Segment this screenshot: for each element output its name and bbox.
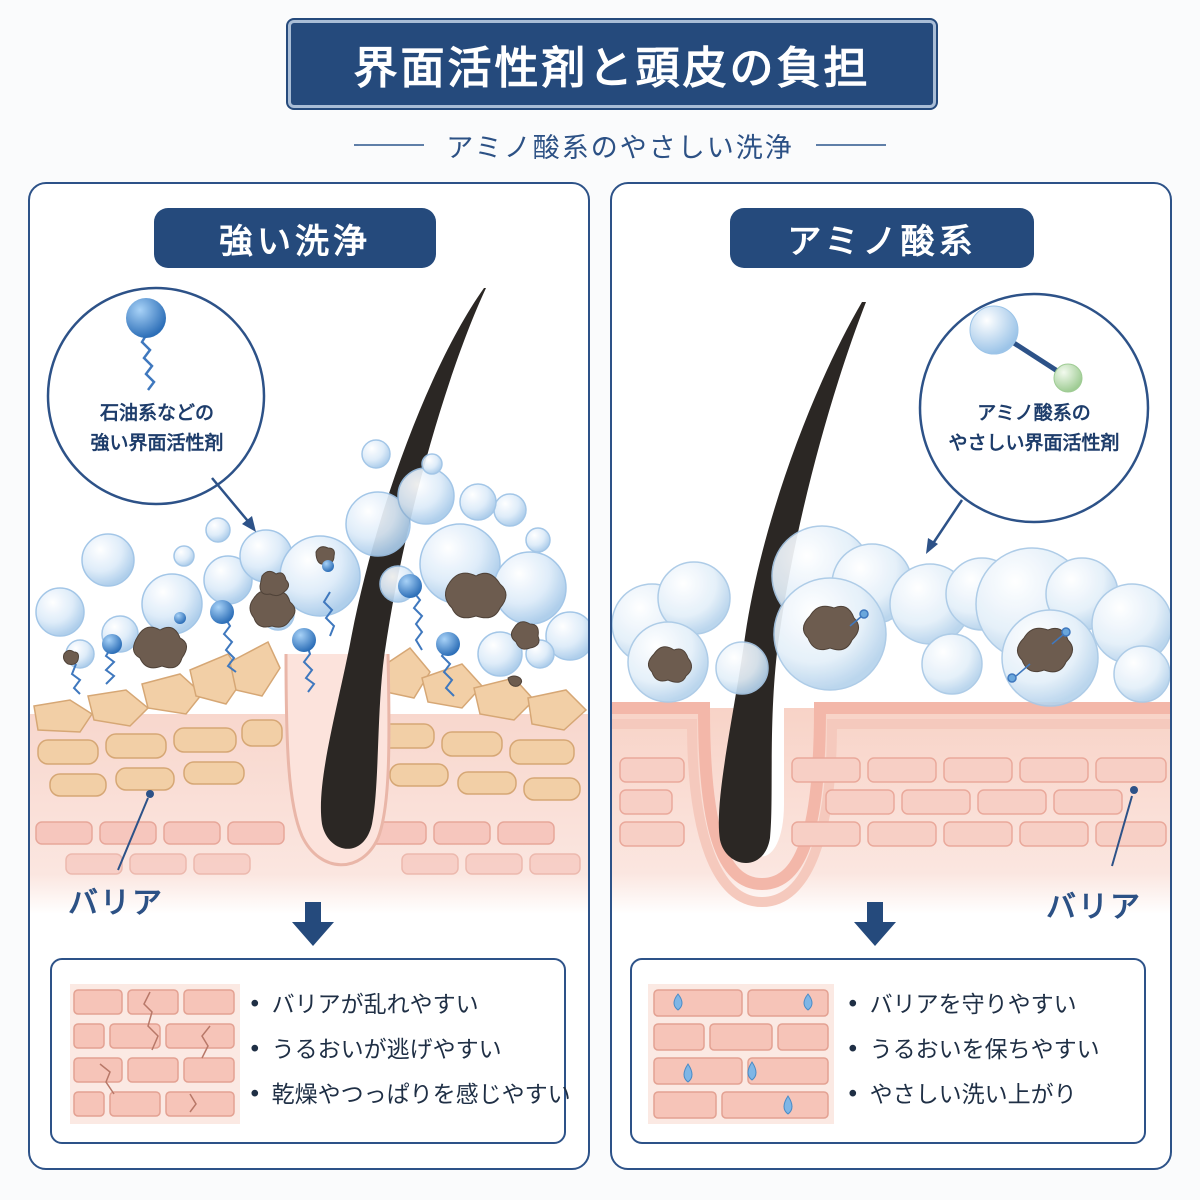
lower-skin-cells	[35, 821, 581, 875]
callout-line-2: 強い界面活性剤	[90, 432, 224, 454]
amino-acid-label: アミノ酸系	[730, 208, 1034, 268]
hair-strand	[718, 302, 866, 864]
callout-pointer	[928, 499, 964, 549]
surfactant-callout-bubble	[918, 292, 1150, 524]
amino-molecule-tail	[1053, 363, 1083, 393]
subtitle-line-right	[815, 144, 886, 146]
subtitle-line-left	[354, 144, 425, 146]
subtitle-row: アミノ酸系のやさしい洗浄	[330, 122, 910, 168]
callout-molecule-tail	[140, 331, 156, 391]
strong-surfactant-callout: 石油系などの 強い界面活性剤	[60, 398, 254, 458]
result-item: うるおいを保ちやすい	[846, 1033, 1100, 1078]
result-arrow-shaft	[305, 902, 321, 924]
callout-arrowhead	[926, 538, 938, 554]
callout-line-1: アミノ酸系の	[977, 402, 1091, 424]
callout-arrowhead	[242, 516, 256, 532]
surfactant-molecules	[70, 560, 460, 697]
barrier-pointer-line	[117, 797, 149, 871]
healthy-barrier-icon	[648, 984, 834, 1124]
result-arrow-head	[292, 922, 334, 946]
amino-molecule-head	[969, 305, 1019, 355]
moisture-drops	[673, 993, 813, 1115]
amino-surfactant-callout: アミノ酸系の やさしい界面活性剤	[934, 398, 1134, 458]
amino-acid-illustration	[612, 292, 1170, 946]
callout-line-1: 石油系などの	[99, 402, 214, 424]
trapped-dirt	[648, 605, 1073, 683]
strong-cleansing-results: バリアが乱れやすい うるおいが逃げやすい 乾燥やつっぱりを感じやすい	[248, 988, 571, 1123]
barrier-label: バリア	[1046, 890, 1142, 925]
callout-molecule-head	[126, 298, 166, 338]
result-item: やさしい洗い上がり	[846, 1078, 1100, 1123]
damaged-barrier-cells	[33, 640, 588, 801]
barrier-label: バリア	[68, 886, 164, 921]
amino-acid-result-box: バリアを守りやすい うるおいを保ちやすい やさしい洗い上がり	[630, 958, 1146, 1144]
surfactant-callout-bubble	[46, 286, 266, 506]
callout-pointer	[211, 477, 253, 527]
intact-barrier-surface	[612, 702, 1170, 891]
hair-strand	[320, 288, 486, 849]
result-arrow-shaft	[867, 902, 883, 924]
strong-cleansing-illustration	[30, 286, 588, 946]
dirt-attached-molecules	[849, 609, 1071, 683]
strong-cleansing-label: 強い洗浄	[154, 208, 436, 268]
result-item: うるおいが逃げやすい	[248, 1033, 571, 1078]
amino-acid-panel: アミノ酸系 アミノ酸系の やさしい界面活性剤 バリア バリアを守りやすい	[610, 182, 1172, 1170]
damaged-barrier-icon	[70, 984, 240, 1124]
result-item: 乾燥やつっぱりを感じやすい	[248, 1078, 571, 1123]
foam-bubbles	[612, 525, 1170, 707]
result-item: バリアを守りやすい	[846, 988, 1100, 1033]
strong-cleansing-panel: 強い洗浄 石油系などの 強い界面活性剤 バリア バリアが乱れやすい うるおいが逃…	[28, 182, 590, 1170]
amino-acid-results: バリアを守りやすい うるおいを保ちやすい やさしい洗い上がり	[846, 988, 1100, 1123]
callout-line-2: やさしい界面活性剤	[948, 432, 1120, 454]
result-arrow-head	[854, 922, 896, 946]
barrier-pointer-line	[1111, 795, 1133, 867]
dirt-particles	[63, 546, 540, 687]
subtitle-text: アミノ酸系のやさしい洗浄	[446, 132, 794, 164]
page-title: 界面活性剤と頭皮の負担	[288, 20, 936, 108]
intact-skin-cells	[619, 757, 1167, 847]
strong-cleansing-result-box: バリアが乱れやすい うるおいが逃げやすい 乾燥やつっぱりを感じやすい	[50, 958, 571, 1144]
barrier-pointer-dot	[146, 790, 154, 798]
result-item: バリアが乱れやすい	[248, 988, 571, 1033]
barrier-pointer-dot	[1130, 786, 1138, 794]
